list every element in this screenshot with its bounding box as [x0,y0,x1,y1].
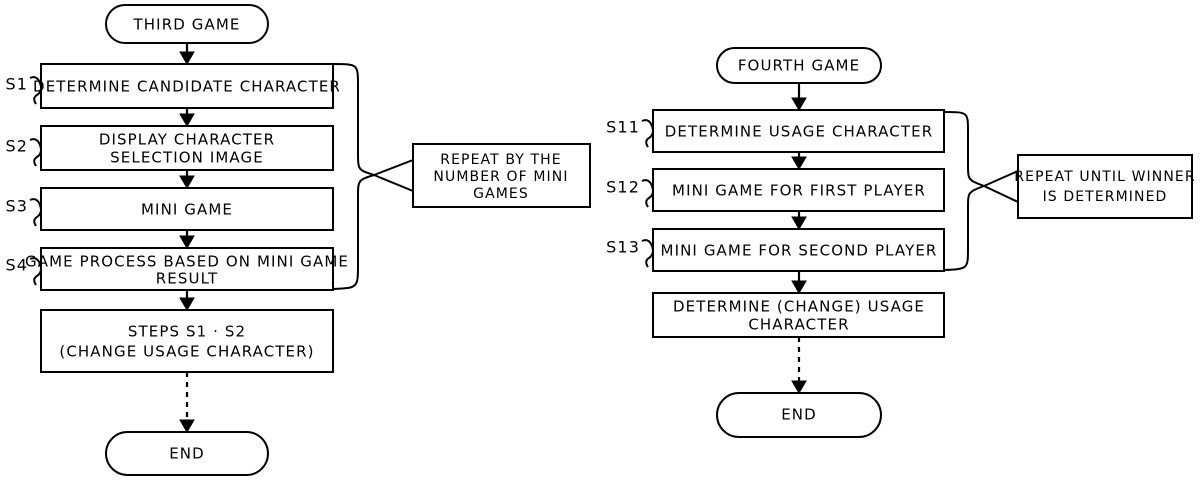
left-step-s2-id: S2 [5,137,28,156]
right-repeat-brace [943,111,1019,271]
right-end-terminal: END [716,392,882,438]
right-step-s12-id: S12 [606,178,640,197]
left-callout-line2: NUMBER OF MINI [433,169,568,185]
left-arrow-s3-to-s4 [179,230,195,249]
left-step-s3-box [40,187,334,231]
left-step-s1-box [40,63,334,109]
left-step-s1: DETERMINE CANDIDATE CHARACTER S1 [5,63,341,109]
left-step-s3-id: S3 [5,197,28,216]
left-step-s4-label-line1: GAME PROCESS BASED ON MINI GAME [25,253,349,271]
left-step-s1-label: DETERMINE CANDIDATE CHARACTER [33,78,341,96]
right-arrow-s12-to-s13 [791,211,807,230]
right-callout-line2: IS DETERMINED [1043,189,1168,205]
left-arrow-s1-to-s2 [179,108,195,127]
right-step-s11-box [652,109,945,153]
left-end-terminal: END [105,431,269,476]
right-step-s12-box [652,168,945,212]
left-end-terminal-shape [105,431,269,476]
left-callout-line3: GAMES [473,186,529,202]
left-arrow-start-to-s1 [179,43,195,65]
right-arrow-start-to-s11 [791,83,807,111]
right-callout-line1: REPEAT UNTIL WINNER [1014,169,1195,185]
left-step-s1-id: S1 [5,75,28,94]
left-arrow-s4-to-final [179,290,195,311]
left-step-s4-id: S4 [5,256,28,275]
left-step-s4: GAME PROCESS BASED ON MINI GAME RESULT S… [5,247,349,291]
right-step-s11-id: S11 [606,118,640,137]
left-step-s2-label-line1: DISPLAY CHARACTER [99,131,275,149]
right-step-s12-label: MINI GAME FOR FIRST PLAYER [672,182,926,200]
left-end-terminal-label: END [169,445,205,463]
right-step-s11: DETERMINE USAGE CHARACTER S11 [606,109,945,153]
left-step-s2-label-line2: SELECTION IMAGE [110,149,264,167]
left-step-s4-label-line2: RESULT [156,270,218,288]
right-flow-group: FOURTH GAME DETERMINE USAGE CHARACTER S1… [606,47,1195,438]
left-final-step-label-line2: (CHANGE USAGE CHARACTER) [59,343,314,361]
right-step-s13-id: S13 [606,238,640,257]
right-final-step-label-line2: CHARACTER [748,316,849,334]
right-arrow-s11-to-s12 [791,152,807,170]
right-final-step-label-line1: DETERMINE (CHANGE) USAGE [673,298,925,316]
left-callout-box [412,143,591,208]
left-callout-line1: REPEAT BY THE [440,152,561,168]
left-step-s2: DISPLAY CHARACTER SELECTION IMAGE S2 [5,125,334,171]
left-final-step-box [40,309,334,373]
left-arrow-s2-to-s3 [179,170,195,189]
left-step-s3-label: MINI GAME [141,201,233,219]
right-end-terminal-label: END [781,406,817,424]
left-flow-group: THIRD GAME DETERMINE CANDIDATE CHARACTER… [5,4,591,476]
right-step-s11-label: DETERMINE USAGE CHARACTER [665,123,933,141]
right-start-terminal-label: FOURTH GAME [738,57,860,75]
right-step-s13: MINI GAME FOR SECOND PLAYER S13 [606,228,945,272]
right-step-s13-box [652,228,945,272]
right-arrow-final-to-end [791,337,807,394]
right-callout-box [1017,154,1193,219]
left-final-step: STEPS S1 · S2 (CHANGE USAGE CHARACTER) [40,309,334,373]
right-arrow-s13-to-final [791,271,807,294]
right-start-terminal: FOURTH GAME [716,47,882,84]
right-step-s12: MINI GAME FOR FIRST PLAYER S12 [606,168,945,212]
right-callout: REPEAT UNTIL WINNER IS DETERMINED [1014,154,1195,219]
right-end-terminal-shape [716,392,882,438]
left-callout: REPEAT BY THE NUMBER OF MINI GAMES [412,143,591,208]
left-start-terminal-label: THIRD GAME [133,16,241,34]
left-step-s3: MINI GAME S3 [5,187,334,231]
left-repeat-brace [332,63,414,290]
right-step-s13-label: MINI GAME FOR SECOND PLAYER [661,242,938,260]
right-final-step: DETERMINE (CHANGE) USAGE CHARACTER [652,292,945,338]
left-arrow-final-to-end [179,372,195,433]
left-final-step-label-line1: STEPS S1 · S2 [128,323,246,341]
left-start-terminal: THIRD GAME [105,4,269,44]
